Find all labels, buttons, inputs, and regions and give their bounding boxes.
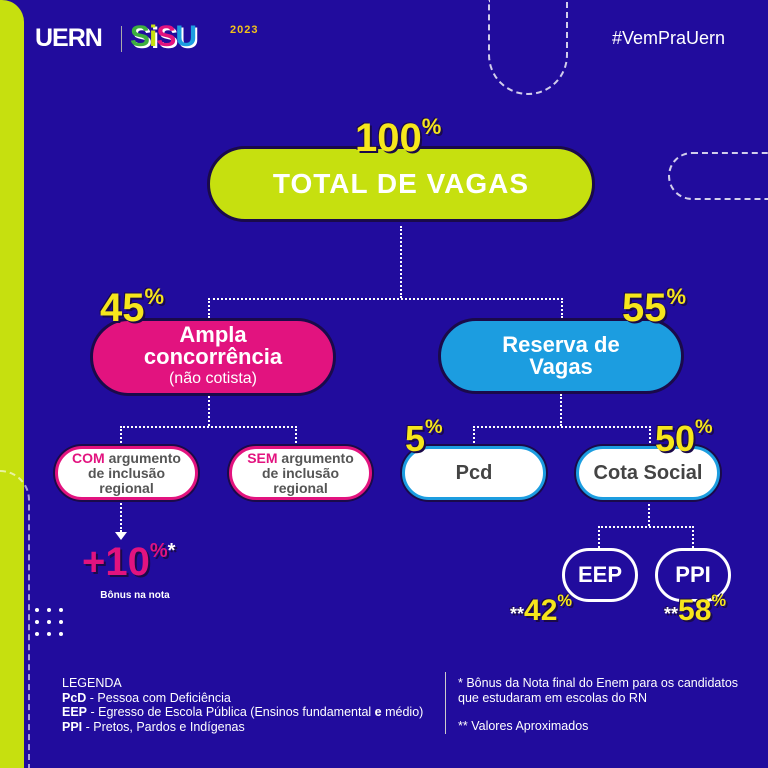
connector — [120, 500, 122, 532]
decorative-dots — [35, 608, 63, 636]
legend-item-ppi: PPI - Pretos, Pardos e Indígenas — [62, 719, 245, 734]
ampla-percent: 45% — [100, 284, 165, 330]
eep-percent: **42% — [510, 592, 573, 627]
connector — [648, 500, 650, 526]
connector — [208, 396, 210, 426]
connector — [208, 298, 563, 300]
connector — [560, 394, 562, 426]
hashtag: #VemPraUern — [612, 28, 726, 48]
connector — [561, 298, 563, 318]
reserva-line1: Reserva de — [502, 332, 620, 357]
total-percent: 100% — [355, 114, 442, 160]
logo-divider — [121, 26, 122, 52]
ampla-sub: (não cotista) — [168, 370, 258, 387]
decorative-dashed-arc — [668, 152, 768, 200]
legend: LEGENDA PcD - Pessoa com Deficiência EEP… — [62, 676, 423, 734]
footnote-approx: ** Valores Aproximados — [458, 719, 589, 733]
ampla-line2: concorrência — [143, 344, 283, 369]
sisu-logo-year: 2023 — [230, 24, 259, 36]
eep-box: EEP — [562, 548, 638, 602]
legend-divider — [445, 672, 446, 734]
connector — [120, 426, 122, 446]
cota-social-box: Cota Social — [576, 446, 720, 500]
connector — [473, 426, 651, 428]
footnotes: * Bônus da Nota final do Enem para os ca… — [458, 676, 748, 734]
connector — [649, 426, 651, 446]
ampla-line1: Ampla — [179, 322, 247, 347]
connector — [295, 426, 297, 446]
pcd-percent: 5% — [405, 416, 443, 459]
sisu-logo: SiSU — [130, 20, 197, 53]
ampla-concorrencia-box: Ampla concorrência (não cotista) — [90, 318, 336, 396]
cota-percent: 50% — [655, 416, 713, 459]
reserva-line2: Vagas — [529, 354, 593, 379]
footnote-bonus: * Bônus da Nota final do Enem para os ca… — [458, 676, 739, 705]
connector — [598, 526, 600, 548]
legend-item-pcd: PcD - Pessoa com Deficiência — [62, 690, 231, 705]
lime-side-bar — [0, 0, 24, 768]
uern-logo: UERN — [35, 24, 103, 52]
ppi-box: PPI — [655, 548, 731, 602]
total-vagas-label: TOTAL DE VAGAS — [272, 168, 530, 199]
reserva-percent: 55% — [622, 284, 687, 330]
bonus-label: Bônus na nota — [100, 590, 170, 601]
arrow-down-icon — [115, 532, 127, 540]
pcd-box: Pcd — [402, 446, 546, 500]
decorative-dashed-arc — [488, 0, 568, 95]
ppi-percent: **58% — [664, 592, 727, 627]
connector — [208, 298, 210, 318]
connector — [692, 526, 694, 548]
bonus-percent: +10%* — [82, 540, 176, 584]
legend-title: LEGENDA — [62, 676, 122, 690]
total-vagas-box: TOTAL DE VAGAS — [207, 146, 595, 222]
connector — [598, 526, 694, 528]
connector — [400, 226, 402, 298]
decorative-dashed-arc — [0, 470, 30, 768]
connector — [120, 426, 297, 428]
legend-item-eep: EEP - Egresso de Escola Pública (Ensinos… — [62, 705, 424, 719]
reserva-vagas-box: Reserva de Vagas — [438, 318, 684, 394]
connector — [473, 426, 475, 446]
